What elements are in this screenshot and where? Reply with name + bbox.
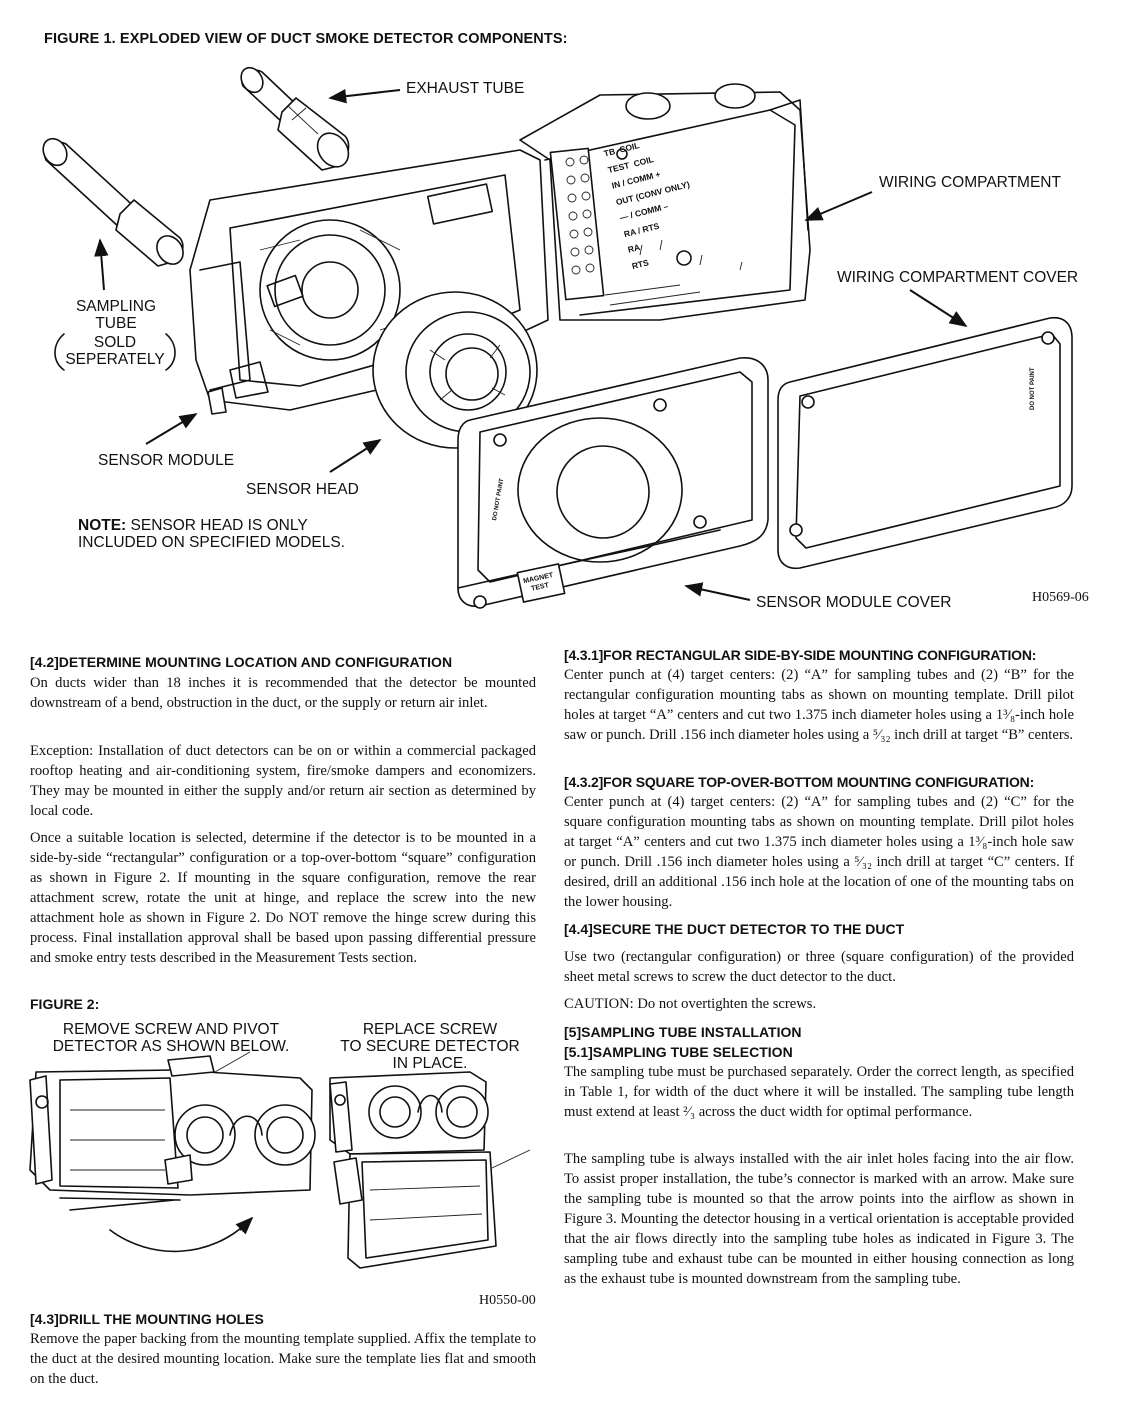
figure-2-illustration bbox=[29, 1051, 531, 1269]
label-exhaust-tube: EXHAUST TUBE bbox=[406, 80, 525, 97]
label-wiring-compartment: WIRING COMPARTMENT bbox=[879, 174, 1061, 191]
figure-2-code: H0550-00 bbox=[479, 1293, 536, 1308]
paragraph-4-4-2: CAUTION: Do not overtighten the screws. bbox=[564, 996, 817, 1012]
paragraph-4-2-3: Once a suitable location is selected, de… bbox=[30, 830, 536, 966]
sampling-tube-drawing bbox=[42, 137, 184, 267]
heading-4-3-1: [4.3.1]FOR RECTANGULAR SIDE-BY-SIDE MOUN… bbox=[564, 647, 1037, 663]
sensor-head-drawing bbox=[372, 291, 538, 449]
label-wiring-compartment-cover: WIRING COMPARTMENT COVER bbox=[837, 269, 1079, 286]
heading-4-3: [4.3]DRILL THE MOUNTING HOLES bbox=[30, 1311, 264, 1327]
wiring-cover-drawing bbox=[777, 316, 1073, 570]
figure-2-title: FIGURE 2: bbox=[30, 996, 100, 1012]
heading-4-4: [4.4]SECURE THE DUCT DETECTOR TO THE DUC… bbox=[564, 921, 905, 937]
figure-1-title: FIGURE 1. EXPLODED VIEW OF DUCT SMOKE DE… bbox=[44, 31, 568, 47]
heading-4-2: [4.2]DETERMINE MOUNTING LOCATION AND CON… bbox=[30, 654, 453, 670]
heading-5: [5]SAMPLING TUBE INSTALLATION bbox=[564, 1024, 802, 1040]
sensor-module-cover-drawing bbox=[457, 357, 769, 609]
heading-4-3-2: [4.3.2]FOR SQUARE TOP-OVER-BOTTOM MOUNTI… bbox=[564, 774, 1035, 790]
paragraph-4-3-1: Remove the paper backing from the mounti… bbox=[30, 1331, 536, 1387]
paragraph-4-3-2-body: Center punch at (4) target centers: (2) … bbox=[564, 794, 1074, 910]
label-sampling-tube: SAMPLING TUBE bbox=[75, 298, 157, 332]
paragraph-5-1-1: The sampling tube must be purchased sepa… bbox=[564, 1064, 1074, 1120]
figure-1-code: H0569-06 bbox=[1032, 590, 1089, 605]
do-not-paint-label: DO NOT PAINT bbox=[1030, 367, 1036, 410]
figure-2-left-caption: REMOVE SCREW AND PIVOT DETECTOR AS SHOWN… bbox=[52, 1021, 290, 1055]
wiring-compartment-drawing bbox=[519, 83, 811, 321]
paragraph-4-2-1: On ducts wider than 18 inches it is reco… bbox=[30, 675, 536, 711]
paragraph-4-3-1-body: Center punch at (4) target centers: (2) … bbox=[564, 667, 1074, 743]
figure-2-right-caption: REPLACE SCREW TO SECURE DETECTOR IN PLAC… bbox=[340, 1021, 520, 1072]
exhaust-tube-drawing bbox=[240, 66, 350, 171]
label-sensor-head: SENSOR HEAD bbox=[246, 481, 359, 498]
paragraph-4-4-1: Use two (rectangular configuration) or t… bbox=[564, 949, 1074, 985]
paragraph-4-2-2: Exception: Installation of duct detector… bbox=[30, 743, 536, 819]
paragraph-5-1-2: The sampling tube is always installed wi… bbox=[564, 1151, 1074, 1287]
note-bold: NOTE: bbox=[78, 517, 127, 534]
heading-5-1: [5.1]SAMPLING TUBE SELECTION bbox=[564, 1044, 793, 1060]
note: NOTE: SENSOR HEAD IS ONLY INCLUDED ON SP… bbox=[78, 517, 345, 551]
label-sold-separately: SOLD SEPERATELY bbox=[65, 334, 165, 368]
label-sensor-module-cover: SENSOR MODULE COVER bbox=[756, 594, 952, 611]
figure-1-illustration bbox=[42, 66, 1073, 609]
label-sensor-module: SENSOR MODULE bbox=[98, 452, 235, 469]
